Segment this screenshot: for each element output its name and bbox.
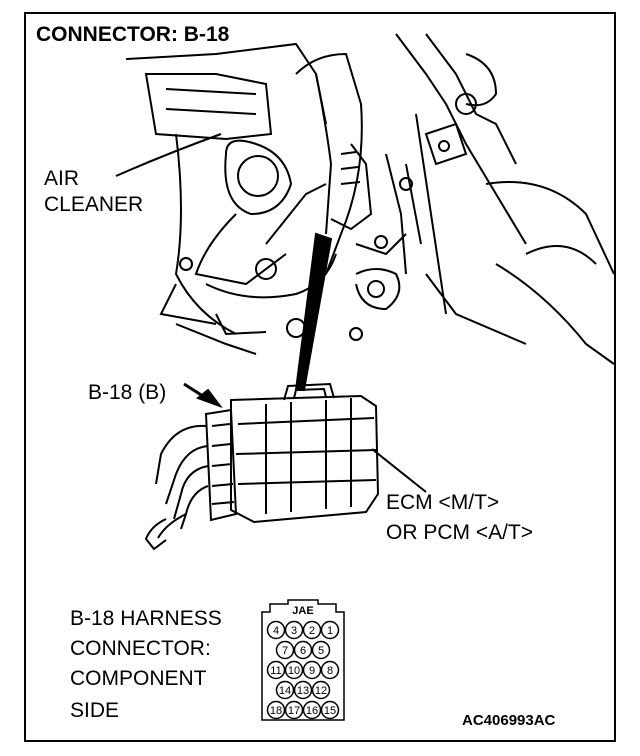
connector-pin (320, 620, 340, 640)
connector-pin-number: 18 (270, 705, 282, 717)
harness-label-line4: SIDE (70, 699, 120, 722)
connector-pin-number: 17 (288, 705, 300, 717)
connector-pin-number: 7 (282, 645, 288, 657)
connector-pin (266, 700, 286, 720)
connector-pin-number: 2 (309, 625, 315, 637)
connector-pin (275, 640, 295, 660)
connector-pin-number: 14 (279, 685, 291, 697)
ecm-label-line2: OR PCM <A/T> (386, 521, 534, 544)
connector-pin (320, 660, 340, 680)
connector-pin (284, 620, 304, 640)
engine-bay-illustration (115, 33, 614, 551)
connector-pin-number: 6 (300, 645, 306, 657)
connector-pin (311, 680, 331, 700)
ecm-label-line1: ECM <M/T> (386, 491, 500, 514)
connector-pin (266, 620, 286, 640)
connector-pin-number: 16 (306, 705, 318, 717)
connector-pin-number: 15 (324, 705, 336, 717)
harness-label-line3: COMPONENT (70, 667, 207, 690)
connector-pin-number: 10 (288, 665, 300, 677)
connector-standard-tag: JAE (292, 605, 313, 617)
connector-pin-number: 1 (327, 625, 333, 637)
harness-label-line1: B-18 HARNESS (70, 607, 222, 630)
connector-pin (302, 660, 322, 680)
connector-pin (293, 640, 313, 660)
connector-pin-number: 12 (315, 685, 327, 697)
diagram-frame: CONNECTOR: B-18 AIR CLEANER B-18 (B) ECM… (24, 12, 616, 742)
harness-label-line2: CONNECTOR: (70, 637, 211, 660)
connector-pin (302, 620, 322, 640)
connector-pin (293, 680, 313, 700)
connector-pin-number: 11 (270, 665, 281, 677)
connector-pin (302, 700, 322, 720)
connector-pin (284, 660, 304, 680)
air-cleaner-label-line2: CLEANER (44, 193, 144, 216)
connector-pin (320, 700, 340, 720)
connector-callout-label: B-18 (B) (88, 381, 167, 404)
air-cleaner-label-line1: AIR (44, 167, 80, 190)
diagram-title: CONNECTOR: B-18 (36, 23, 230, 46)
connector-pin (311, 640, 331, 660)
connector-pin-number: 9 (309, 665, 315, 677)
connector-pin-number: 4 (273, 625, 279, 637)
connector-pin (284, 700, 304, 720)
figure-id: AC406993AC (462, 712, 556, 729)
connector-pin-number: 8 (327, 665, 333, 677)
connector-pin-number: 5 (318, 645, 324, 657)
connector-pin (275, 680, 295, 700)
connector-pin-number: 3 (291, 625, 297, 637)
connector-pin (266, 660, 286, 680)
connector-pin-number: 13 (297, 685, 309, 697)
